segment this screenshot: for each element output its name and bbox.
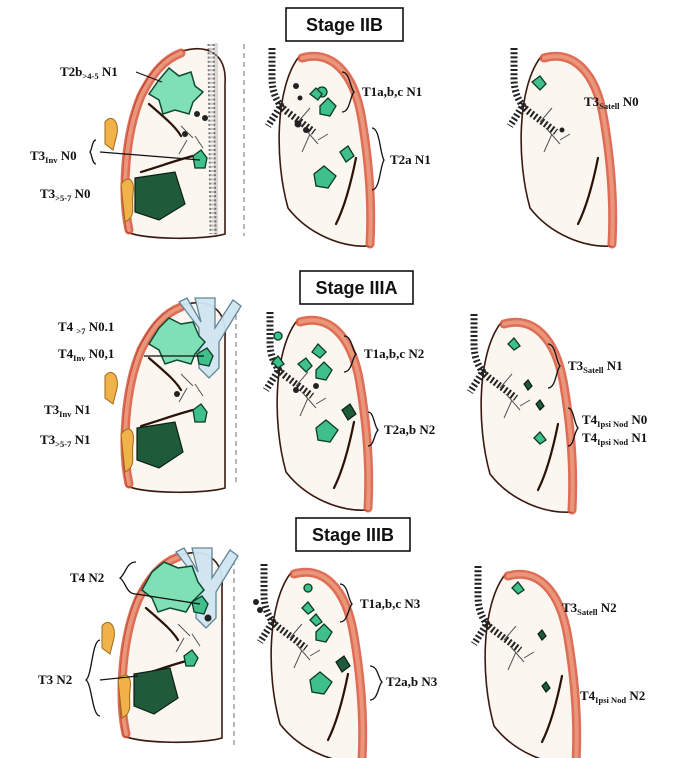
label-middle-1: T1a,b,c N2 bbox=[364, 346, 424, 361]
lung-left-illustration bbox=[101, 547, 239, 742]
label-right-2: T4Ipsi Nod N0 bbox=[582, 412, 647, 429]
stage-title: Stage IIIB bbox=[312, 525, 394, 545]
lung-right-illustration bbox=[474, 566, 577, 758]
label-left-2: T4Inv N0,1 bbox=[58, 346, 114, 363]
label-left-1: T4 >7 N0.1 bbox=[58, 319, 114, 336]
stage-title-box bbox=[299, 270, 414, 305]
label-right-1: T3Satell N1 bbox=[568, 358, 623, 375]
stage-title-box bbox=[285, 7, 404, 42]
label-left-4: T3>5-7 N1 bbox=[40, 432, 91, 449]
stage-iiia-panel: Stage IIIA bbox=[40, 270, 647, 512]
stage-iib-panel: Stage IIB bbox=[30, 7, 639, 246]
label-right-2: T4Ipsi Nod N2 bbox=[580, 688, 645, 705]
label-left-3: T3>5-7 N0 bbox=[40, 186, 91, 203]
label-middle-2: T2a,b N2 bbox=[384, 422, 435, 437]
label-left-2: T3 N2 bbox=[38, 672, 72, 687]
lung-left-illustration bbox=[104, 297, 242, 492]
stage-title: Stage IIB bbox=[306, 15, 383, 35]
lung-middle-illustration bbox=[268, 48, 371, 246]
label-right-1: T3Satell N0 bbox=[584, 94, 639, 111]
label-middle-1: T1a,b,c N1 bbox=[362, 84, 422, 99]
label-left-3: T3Inv N1 bbox=[44, 402, 91, 419]
label-right-3: T4Ipsi Nod N1 bbox=[582, 430, 647, 447]
lung-left-illustration bbox=[104, 43, 225, 238]
stage-title-box bbox=[295, 517, 411, 552]
label-middle-2: T2a N1 bbox=[390, 152, 431, 167]
label-left-1: T2b>4-5 N1 bbox=[60, 64, 118, 81]
label-middle-1: T1a,b,c N3 bbox=[360, 596, 421, 611]
label-right-1: T3Satell N2 bbox=[562, 600, 617, 617]
tumor-mass bbox=[147, 66, 205, 115]
label-left-2: T3Inv N0 bbox=[30, 148, 77, 165]
lung-right-illustration bbox=[470, 314, 573, 512]
label-left-1: T4 N2 bbox=[70, 570, 104, 585]
label-middle-2: T2a,b N3 bbox=[386, 674, 438, 689]
stage-title: Stage IIIA bbox=[315, 278, 397, 298]
lung-middle-illustration bbox=[266, 312, 369, 510]
lung-middle-illustration bbox=[253, 564, 363, 758]
stage-iiib-panel: Stage IIIB bbox=[38, 517, 645, 758]
lung-right-illustration bbox=[510, 48, 613, 246]
